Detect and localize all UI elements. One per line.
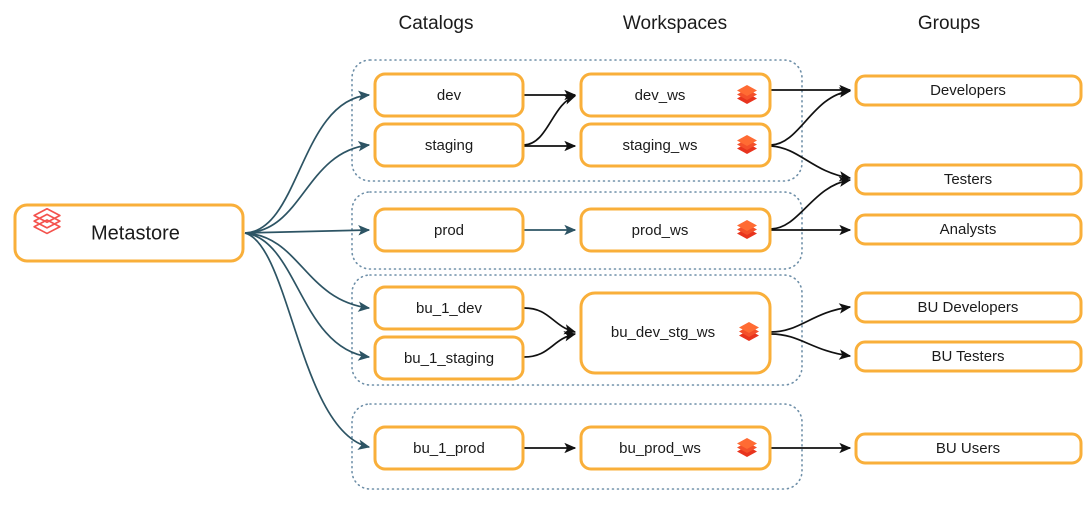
catalog-bu-1-dev-box[interactable]	[373, 285, 525, 331]
edges-metastore-fanout	[244, 90, 371, 450]
workspace-dev-ws-label: dev_ws	[635, 87, 686, 104]
workspace-bu-prod-ws-box[interactable]	[579, 425, 772, 471]
edge-metastore-to-bu-1-staging	[244, 232, 371, 361]
node-group-developers[interactable]: Developers	[854, 74, 1083, 107]
group-bu-testers-label: BU Testers	[931, 348, 1004, 365]
node-workspace-bu-dev-stg-ws[interactable]: bu_dev_stg_ws	[579, 291, 772, 375]
catalog-nodes: dev staging prod bu_1_dev bu_1_staging b…	[373, 72, 525, 471]
catalog-staging-label: staging	[425, 137, 473, 154]
workspace-prod-ws-box[interactable]	[579, 207, 772, 253]
group-container-dev-staging	[351, 59, 803, 182]
catalog-dev-label: dev	[437, 87, 462, 104]
edges-catalog-to-workspace	[523, 89, 577, 454]
edge-bu-dev-stg-ws-to-bu-developers	[770, 303, 852, 333]
node-catalog-staging[interactable]: staging	[373, 122, 525, 168]
catalog-bu-1-prod-label: bu_1_prod	[413, 440, 485, 457]
workspace-staging-ws-label: staging_ws	[622, 137, 697, 154]
workspace-staging-ws-box[interactable]	[579, 122, 772, 168]
node-group-analysts[interactable]: Analysts	[854, 213, 1083, 246]
column-header-groups: Groups	[918, 13, 980, 34]
edge-bu-1-staging-to-bu-dev-stg-ws	[523, 331, 577, 358]
workspace-nodes: dev_ws staging_ws prod_ws bu_dev_stg_ws	[579, 72, 772, 471]
node-catalog-dev[interactable]: dev	[373, 72, 525, 118]
group-bu-developers-label: BU Developers	[918, 299, 1019, 316]
group-bu-testers-box[interactable]	[854, 340, 1083, 373]
group-bu-users-box[interactable]	[854, 432, 1083, 465]
node-group-bu-users[interactable]: BU Users	[854, 432, 1083, 465]
node-workspace-prod-ws[interactable]: prod_ws	[579, 207, 772, 253]
group-testers-label: Testers	[944, 171, 992, 188]
group-container-bu-dev-stg	[351, 274, 803, 386]
node-metastore[interactable]: Metastore	[13, 203, 245, 263]
group-container-bu-prod	[351, 403, 803, 490]
group-containers	[351, 59, 803, 490]
node-catalog-bu-1-dev[interactable]: bu_1_dev	[373, 285, 525, 331]
edge-bu-dev-stg-ws-to-bu-testers	[770, 333, 852, 360]
group-bu-developers-box[interactable]	[854, 291, 1083, 324]
catalog-staging-box[interactable]	[373, 122, 525, 168]
column-headers: Catalogs Workspaces Groups	[399, 13, 981, 34]
catalog-bu-1-staging-label: bu_1_staging	[404, 350, 494, 367]
catalog-bu-1-staging-box[interactable]	[373, 335, 525, 381]
catalog-prod-box[interactable]	[373, 207, 525, 253]
group-testers-box[interactable]	[854, 163, 1083, 196]
node-catalog-bu-1-staging[interactable]: bu_1_staging	[373, 335, 525, 381]
group-nodes: Developers Testers Analysts BU Developer…	[854, 74, 1083, 465]
edge-staging-ws-to-testers	[770, 145, 852, 182]
node-group-bu-testers[interactable]: BU Testers	[854, 340, 1083, 373]
catalog-bu-1-prod-box[interactable]	[373, 425, 525, 471]
edge-metastore-to-dev	[244, 90, 371, 234]
metastore-label: Metastore	[91, 222, 180, 244]
workspace-dev-ws-box[interactable]	[579, 72, 772, 118]
edge-prod-ws-to-testers	[770, 176, 852, 230]
column-header-workspaces: Workspaces	[623, 13, 727, 34]
edge-metastore-to-bu-1-prod	[244, 232, 371, 450]
catalog-dev-box[interactable]	[373, 72, 525, 118]
catalog-bu-1-dev-label: bu_1_dev	[416, 300, 482, 317]
group-analysts-box[interactable]	[854, 213, 1083, 246]
group-analysts-label: Analysts	[940, 221, 997, 238]
node-catalog-bu-1-prod[interactable]: bu_1_prod	[373, 425, 525, 471]
edge-metastore-to-bu-1-dev	[244, 232, 371, 312]
edge-metastore-to-prod	[244, 225, 371, 236]
group-bu-users-label: BU Users	[936, 440, 1000, 457]
column-header-catalogs: Catalogs	[399, 13, 474, 34]
group-developers-label: Developers	[930, 82, 1006, 99]
node-workspace-bu-prod-ws[interactable]: bu_prod_ws	[579, 425, 772, 471]
edge-metastore-to-staging	[244, 140, 371, 234]
node-workspace-dev-ws[interactable]: dev_ws	[579, 72, 772, 118]
workspace-bu-dev-stg-ws-box[interactable]	[579, 291, 772, 375]
workspace-prod-ws-label: prod_ws	[632, 222, 689, 239]
group-developers-box[interactable]	[854, 74, 1083, 107]
workspace-bu-prod-ws-label: bu_prod_ws	[619, 440, 701, 457]
edge-staging-to-dev-ws	[523, 94, 577, 146]
catalog-prod-label: prod	[434, 222, 464, 239]
node-group-bu-developers[interactable]: BU Developers	[854, 291, 1083, 324]
edge-staging-ws-to-developers	[770, 87, 852, 146]
metastore-box[interactable]	[13, 203, 245, 263]
node-group-testers[interactable]: Testers	[854, 163, 1083, 196]
edges-workspace-to-group	[770, 84, 852, 454]
node-catalog-prod[interactable]: prod	[373, 207, 525, 253]
node-workspace-staging-ws[interactable]: staging_ws	[579, 122, 772, 168]
workspace-bu-dev-stg-ws-label: bu_dev_stg_ws	[611, 324, 715, 341]
edge-bu-1-dev-to-bu-dev-stg-ws	[523, 307, 577, 335]
